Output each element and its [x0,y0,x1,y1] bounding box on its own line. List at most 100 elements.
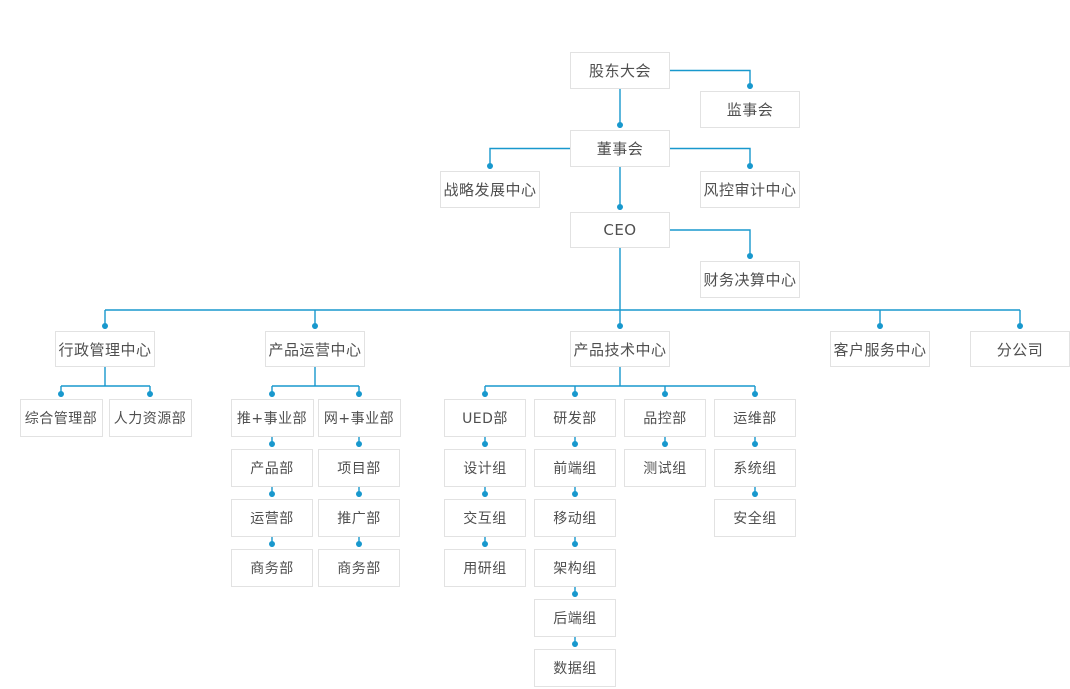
org-node-label: 项目部 [337,461,381,477]
org-node-security-group: 安全组 [714,499,796,537]
org-node-label: 分公司 [996,340,1044,359]
org-node-label: 系统组 [733,461,777,477]
connector-dot [662,391,668,397]
connector-dot [482,541,488,547]
org-node-label: 人力资源部 [113,411,187,427]
connector-dot [356,541,362,547]
connector-dot [572,541,578,547]
org-node-label: 运维部 [733,411,777,427]
org-node-rd-dept: 研发部 [534,399,616,437]
connector-dot [147,391,153,397]
org-node-label: 网+事业部 [323,411,395,427]
connector-dot [877,323,883,329]
org-node-tui-dept: 推+事业部 [230,399,314,437]
org-node-label: 推广部 [337,511,381,527]
org-node-label: 数据组 [553,661,597,677]
org-node-label: 前端组 [553,461,597,477]
org-node-branch: 分公司 [970,331,1070,367]
org-node-label: 商务部 [337,561,381,577]
org-node-interaction-group: 交互组 [444,499,526,537]
org-node-design-group: 设计组 [444,449,526,487]
org-node-label: 行政管理中心 [58,340,152,359]
org-node-label: 产品部 [250,461,294,477]
org-node-label: 设计组 [463,461,507,477]
org-node-board: 董事会 [570,130,670,167]
org-node-label: 交互组 [463,511,507,527]
connector-dot [617,323,623,329]
org-node-frontend-group: 前端组 [534,449,616,487]
connector-dot [572,491,578,497]
connector-dot [269,391,275,397]
org-node-label: 股东大会 [588,62,651,80]
org-node-label: 风控审计中心 [703,181,797,199]
org-node-label: 客户服务中心 [833,340,927,359]
org-node-strategy-center: 战略发展中心 [440,171,540,208]
connector-dot [102,323,108,329]
connector-dot [487,163,493,169]
org-node-label: 研发部 [553,411,597,427]
connector-dot [356,441,362,447]
org-node-product-dept: 产品部 [231,449,313,487]
connector-dot [269,491,275,497]
org-node-label: 品控部 [643,411,687,427]
org-node-label: 商务部 [250,561,294,577]
connector-dot [482,391,488,397]
org-node-backend-group: 后端组 [534,599,616,637]
org-node-qc-dept: 品控部 [624,399,706,437]
connector-dot [482,441,488,447]
org-node-general-dept: 综合管理部 [19,399,103,437]
org-node-shareholders: 股东大会 [570,52,670,89]
org-node-label: 战略发展中心 [443,181,537,199]
org-node-label: 后端组 [553,611,597,627]
connector-dot [617,122,623,128]
connector-dot [1017,323,1023,329]
connector-dot [747,253,753,259]
org-node-label: 运营部 [250,511,294,527]
org-node-architecture-group: 架构组 [534,549,616,587]
org-node-label: 综合管理部 [24,411,98,427]
org-node-ued-dept: UED部 [444,399,526,437]
connector-dot [356,391,362,397]
connector-dot [747,163,753,169]
org-node-project-dept: 项目部 [318,449,400,487]
org-node-risk-audit-center: 风控审计中心 [700,171,800,208]
org-node-mobile-group: 移动组 [534,499,616,537]
org-node-business-dept-1: 商务部 [231,549,313,587]
org-node-customer-center: 客户服务中心 [830,331,930,367]
org-node-hr-dept: 人力资源部 [108,399,192,437]
connector-dot [752,491,758,497]
connector-dot [312,323,318,329]
org-node-label: 财务决算中心 [703,271,797,289]
org-node-data-group: 数据组 [534,649,616,687]
org-node-label: 董事会 [596,140,644,158]
org-node-wang-dept: 网+事业部 [317,399,401,437]
org-node-ceo: CEO [570,212,670,248]
connector-dot [269,441,275,447]
connector-dot [572,391,578,397]
org-node-label: CEO [603,221,637,239]
org-node-promotion-dept: 推广部 [318,499,400,537]
org-node-research-group: 用研组 [444,549,526,587]
org-node-label: 监事会 [726,101,774,119]
org-node-ops-dept: 运维部 [714,399,796,437]
org-node-label: 用研组 [463,561,507,577]
org-node-admin-center: 行政管理中心 [55,331,155,367]
org-node-test-group: 测试组 [624,449,706,487]
org-node-label: 推+事业部 [236,411,308,427]
org-node-operating-dept: 运营部 [231,499,313,537]
org-node-operation-center: 产品运营中心 [265,331,365,367]
org-node-business-dept-2: 商务部 [318,549,400,587]
connector-dot [572,591,578,597]
org-node-tech-center: 产品技术中心 [570,331,670,367]
org-node-system-group: 系统组 [714,449,796,487]
connector-dot [617,204,623,210]
connector-dot [747,83,753,89]
org-node-supervisory: 监事会 [700,91,800,128]
connector-dot [752,441,758,447]
connector-dot [572,641,578,647]
org-node-label: 产品运营中心 [268,340,362,359]
org-node-finance-center: 财务决算中心 [700,261,800,298]
org-node-label: 移动组 [553,511,597,527]
